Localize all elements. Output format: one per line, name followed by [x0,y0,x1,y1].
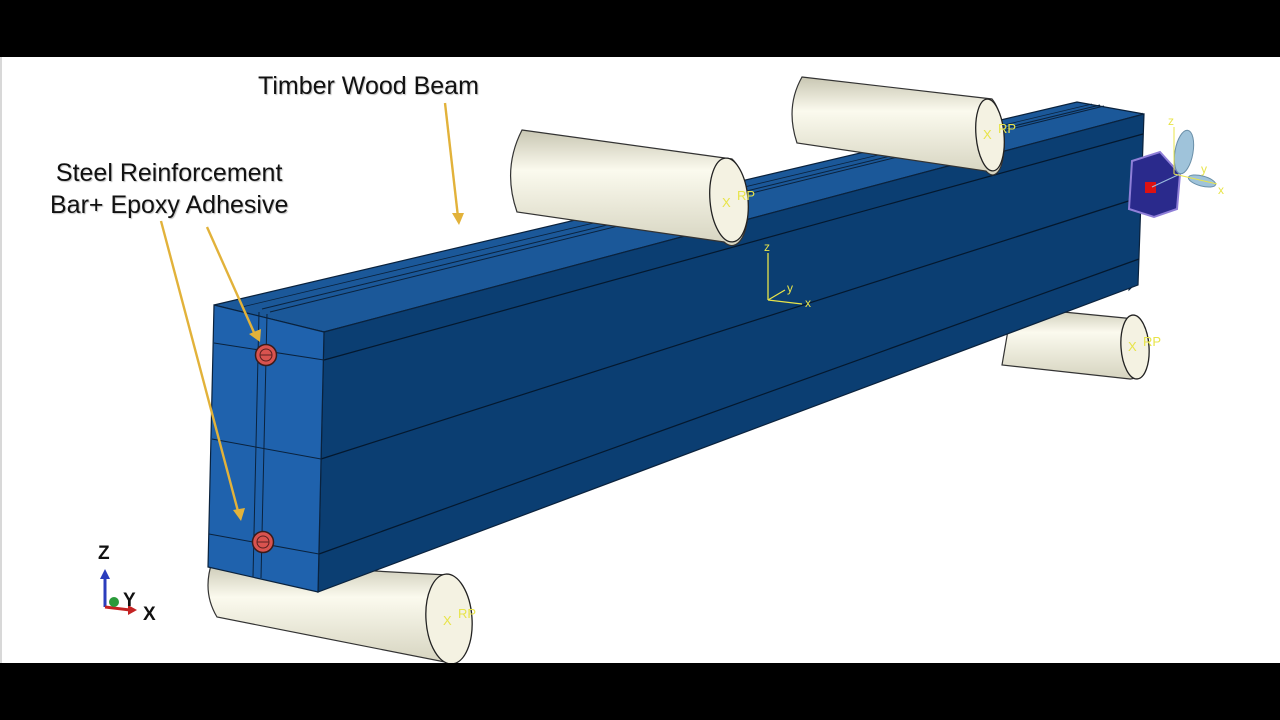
steel-label-line1: Steel Reinforcement [55,159,283,187]
svg-text:X: X [1128,339,1137,354]
global-axis-x-label: X [143,604,156,625]
bc-axis-y-label: y [1201,162,1207,176]
svg-text:RP: RP [998,121,1016,136]
bc-axis-z-label: z [1168,114,1174,128]
support-cylinder-front-bottom [207,561,473,663]
svg-text:RP: RP [737,188,755,203]
timber-beam-label: Timber Wood Beam [258,72,479,100]
svg-text:RP: RP [1143,334,1161,349]
steel-reinforcement-label: Steel Reinforcement Bar+ Epoxy Adhesive [50,157,288,221]
local-axis-x-label: x [805,296,811,310]
support-cylinder-top-right [791,76,1005,176]
callout-arrow-timber [443,102,464,225]
rp-marker-top-left[interactable]: X RP [722,188,755,210]
rebar-top [254,343,278,367]
bc-axis-x-label: x [1218,183,1224,197]
model-viewport[interactable]: X RP X RP X RP X RP z y x [0,57,1280,663]
svg-text:X: X [443,613,452,628]
local-axis-triad: z y x [764,240,811,310]
rp-marker-back-bottom[interactable]: X RP [1128,334,1161,354]
rp-marker-top-right[interactable]: X RP [983,121,1016,142]
beam-model-scene: X RP X RP X RP X RP z y x [98,76,1224,663]
callout-arrow-steel-top [205,226,261,342]
support-cylinder-top-left [510,129,749,247]
bc-node-marker [1145,182,1156,193]
local-axis-z-label: z [764,240,770,254]
steel-label-line2: Bar+ Epoxy Adhesive [50,191,289,219]
rp-marker-front-bottom[interactable]: X RP [443,606,476,628]
svg-text:X: X [722,195,731,210]
rebar-bottom [251,530,275,554]
callout-arrow-steel-bottom [159,220,245,521]
support-cylinder-back-bottom [1001,306,1150,380]
global-axis-z-label: Z [98,543,110,564]
svg-text:X: X [983,127,992,142]
global-axis-y-label: Y [123,590,136,611]
local-axis-y-label: y [787,281,793,295]
global-axis-triad: Z Y X [98,543,156,625]
svg-text:RP: RP [458,606,476,621]
boundary-condition-glyph[interactable]: z y x [1127,114,1224,219]
